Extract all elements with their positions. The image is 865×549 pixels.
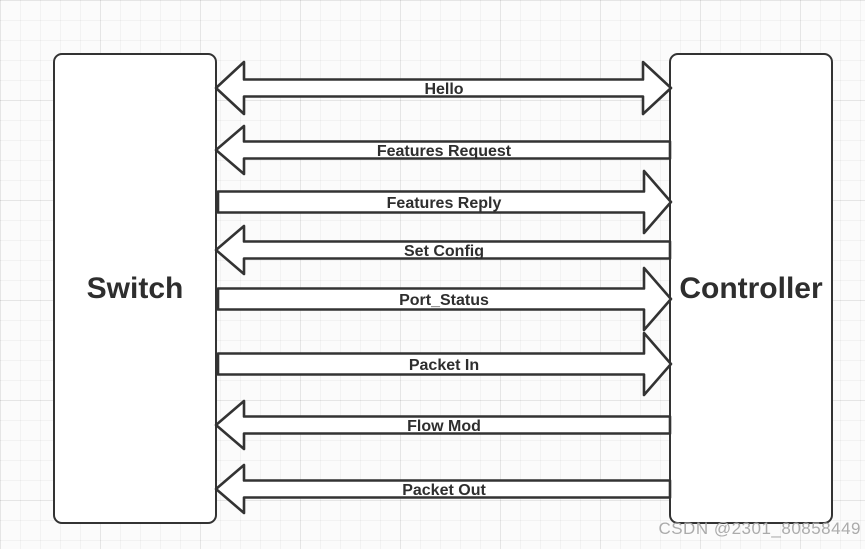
message-label: Set Config [404, 243, 484, 260]
message-label: Hello [424, 81, 463, 98]
node-controller: Controller [669, 53, 833, 524]
message-label: Features Request [377, 143, 512, 160]
message-label: Features Reply [387, 195, 502, 212]
message-label: Port_Status [399, 292, 489, 309]
message-label: Flow Mod [407, 418, 481, 435]
node-controller-label: Controller [679, 271, 823, 305]
message-arrow-right [216, 266, 673, 332]
message-arrow-left [214, 463, 672, 515]
message-arrow-right [216, 169, 673, 235]
watermark: CSDN @2301_80858449 [658, 519, 861, 538]
message-arrow-left [214, 399, 672, 451]
node-switch-label: Switch [86, 271, 184, 305]
message-arrow-right [216, 331, 673, 397]
message-arrow-left [214, 224, 672, 276]
message-label: Packet Out [402, 482, 486, 499]
message-arrow-both [214, 60, 673, 116]
message-arrow-left [214, 124, 672, 176]
message-label: Packet In [409, 357, 479, 374]
node-switch: Switch [53, 53, 217, 524]
